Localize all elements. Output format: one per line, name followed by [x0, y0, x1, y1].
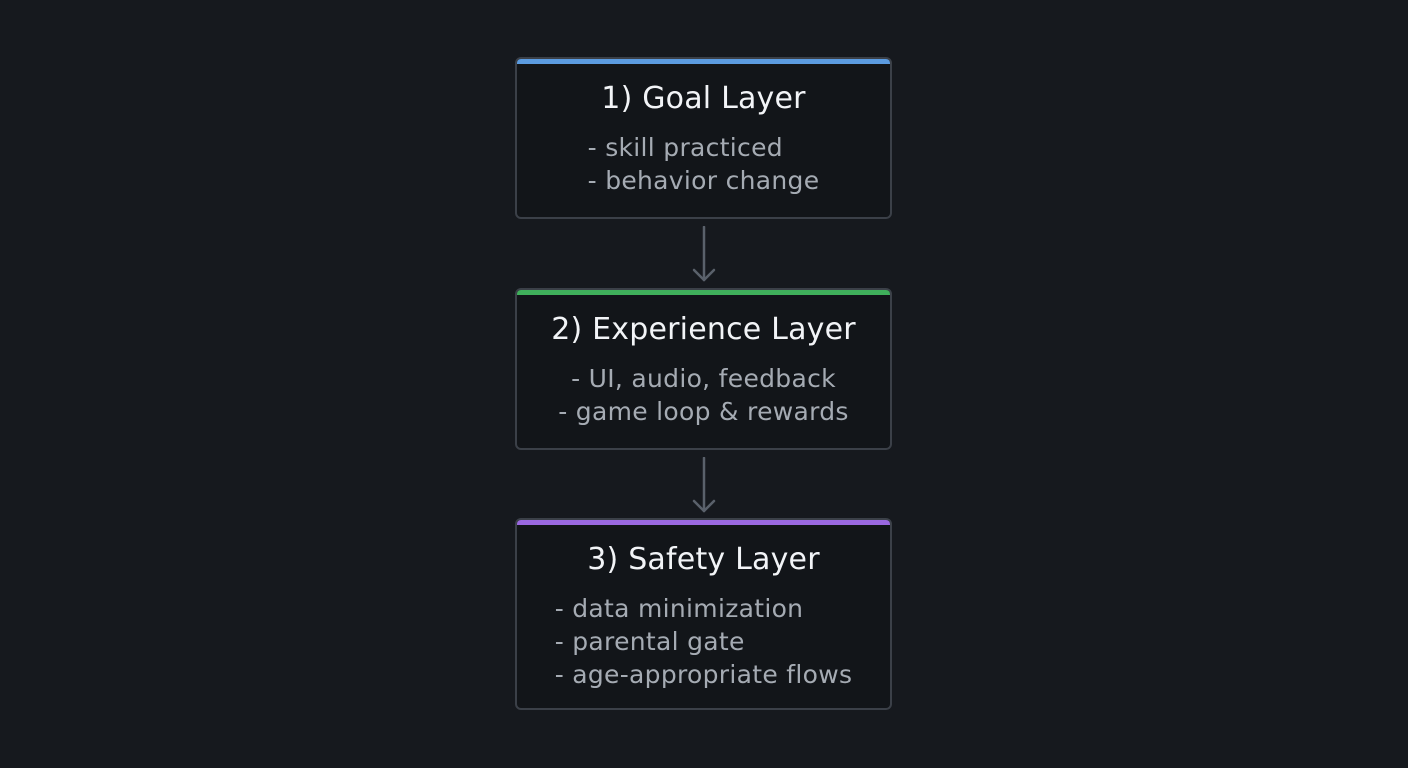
experience-layer-box: 2) Experience Layer - UI, audio, feedbac… [515, 288, 892, 450]
bullet-item: - skill practiced [587, 133, 783, 162]
bullet-item: - age-appropriate flows [554, 660, 853, 689]
safety-layer-bullets: - data minimization - parental gate - ag… [517, 592, 890, 691]
experience-layer-bullets: - UI, audio, feedback - game loop & rewa… [517, 362, 890, 428]
safety-layer-accent-bar [517, 520, 890, 525]
goal-layer-accent-bar [517, 59, 890, 64]
bullet-item: - game loop & rewards [558, 397, 849, 426]
goal-layer-bullets: - skill practiced - behavior change [517, 131, 890, 197]
safety-layer-title: 3) Safety Layer [587, 542, 820, 577]
down-arrow-icon [692, 226, 716, 284]
bullet-item: - parental gate [554, 627, 745, 656]
safety-layer-box: 3) Safety Layer - data minimization - pa… [515, 518, 892, 710]
experience-layer-title: 2) Experience Layer [551, 312, 856, 347]
goal-layer-title: 1) Goal Layer [601, 81, 806, 116]
down-arrow-icon [692, 457, 716, 515]
bullet-item: - UI, audio, feedback [571, 364, 836, 393]
bullet-item: - behavior change [587, 166, 820, 195]
goal-layer-box: 1) Goal Layer - skill practiced - behavi… [515, 57, 892, 219]
experience-layer-accent-bar [517, 290, 890, 295]
bullet-item: - data minimization [554, 594, 804, 623]
